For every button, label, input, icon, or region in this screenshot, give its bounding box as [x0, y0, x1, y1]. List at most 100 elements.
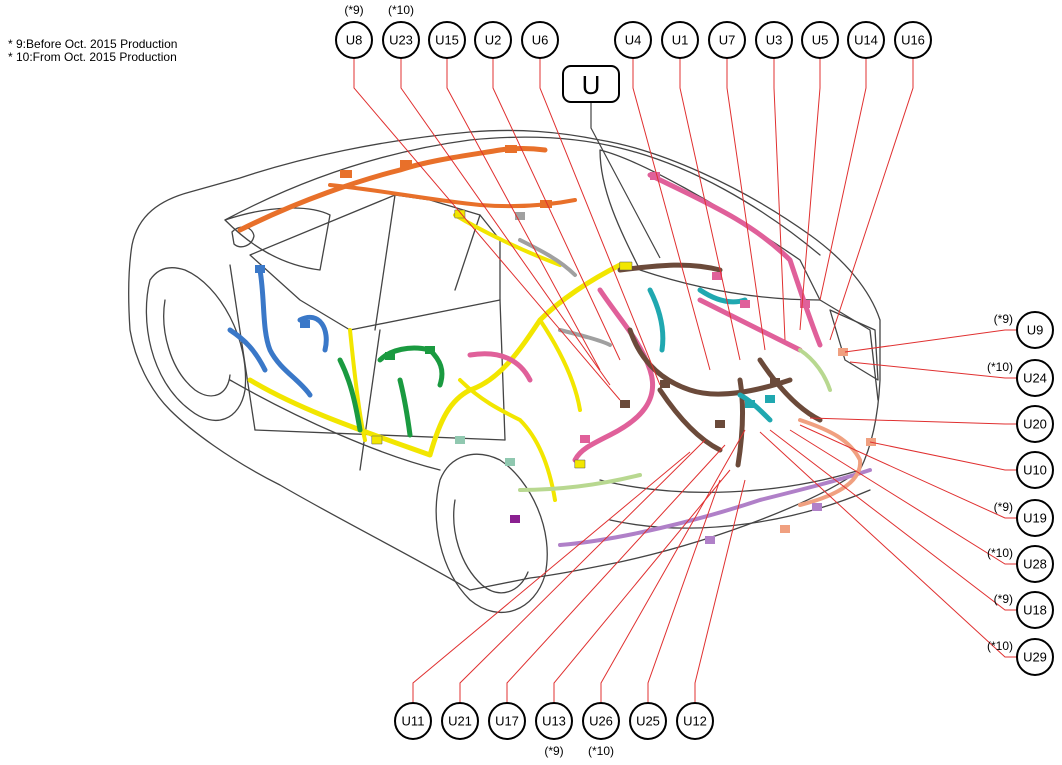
connector-callout-u18: U18(*9) [994, 591, 1054, 629]
leader-line [759, 431, 1017, 658]
leader-line [539, 58, 661, 386]
callout-note: (*9) [994, 500, 1013, 514]
callout-circle [1016, 359, 1054, 397]
callout-id: U1 [672, 33, 689, 48]
callout-note: (*9) [544, 744, 563, 758]
harness-blue [227, 267, 329, 398]
harness-pink [467, 172, 823, 463]
connector-callout-u1: U1 [661, 21, 699, 59]
callout-circle [614, 21, 652, 59]
connector-callout-u11: U11 [394, 702, 432, 740]
harness-purple [558, 468, 872, 547]
harness-roof [237, 146, 548, 233]
callout-circle [488, 702, 526, 740]
callout-id: U17 [495, 714, 519, 729]
wire-harness-drawing [227, 145, 876, 547]
callout-circle [1016, 311, 1054, 349]
callout-circle [894, 21, 932, 59]
callout-id: U23 [389, 33, 413, 48]
callout-circle [521, 21, 559, 59]
leader-line [492, 58, 621, 361]
connector-callout-u19: U19 (*9) [994, 499, 1054, 537]
footnote-10: * 10:From Oct. 2015 Production [8, 50, 177, 64]
callout-id: U20 [1023, 417, 1047, 432]
leader-line [600, 429, 746, 703]
callout-note: (*10) [588, 744, 614, 758]
callout-circle [394, 702, 432, 740]
callout-id: U28 [1023, 557, 1047, 572]
connector-callout-u2: U2 [474, 21, 512, 59]
callout-note: (*10) [388, 3, 414, 17]
callout-id: U24 [1023, 371, 1047, 386]
leader-line [694, 479, 746, 703]
callout-circle [629, 702, 667, 740]
connector-callout-u29: U29 (*10) [987, 638, 1054, 676]
callout-id: U16 [901, 33, 925, 48]
callout-note: (*10) [987, 639, 1013, 653]
leader-line [829, 58, 914, 341]
connector-callout-u10: U10 [1016, 451, 1054, 489]
callout-id: U8 [346, 33, 363, 48]
callout-circle [582, 702, 620, 740]
leader-line [809, 417, 1017, 425]
connector-callout-u6: U6 [521, 21, 559, 59]
callout-id: U19 [1023, 511, 1047, 526]
leader-line [400, 58, 611, 386]
callout-id: U7 [719, 33, 736, 48]
harness-gray [518, 238, 612, 347]
connector-callout-u24: U24 (*10) [987, 359, 1054, 397]
connector-callout-u12: U12 [676, 702, 714, 740]
leader-line [506, 444, 726, 703]
callout-id: U21 [448, 714, 472, 729]
connector-callout-u26: U26(*10) [582, 702, 620, 758]
callout-circle [1016, 451, 1054, 489]
callout-circle [676, 702, 714, 740]
callout-id: U2 [485, 33, 502, 48]
callout-circle [441, 702, 479, 740]
callout-circle [801, 21, 839, 59]
callout-id: U6 [532, 33, 549, 48]
leader-line [553, 469, 731, 703]
callout-id: U15 [435, 33, 459, 48]
callout-note: (*10) [987, 360, 1013, 374]
callout-circle [474, 21, 512, 59]
connector-callout-u23: U23 (*10) [382, 3, 420, 59]
callout-circle [1016, 638, 1054, 676]
callout-circle [847, 21, 885, 59]
leader-line [726, 58, 766, 351]
callout-id: U4 [625, 33, 642, 48]
leader-line [799, 58, 821, 331]
leader-line [353, 58, 621, 401]
callout-id: U29 [1023, 650, 1047, 665]
leader-line [773, 58, 786, 341]
callout-id: U13 [542, 714, 566, 729]
leader-line [849, 361, 1017, 379]
connector-callout-u13: U13 (*9) [535, 702, 573, 758]
callout-id: U3 [766, 33, 783, 48]
callout-circle [1016, 591, 1054, 629]
callout-circle [382, 21, 420, 59]
location-label: U [562, 65, 661, 259]
callout-id: U9 [1027, 323, 1044, 338]
callout-circle [335, 21, 373, 59]
callout-circle [1016, 545, 1054, 583]
harness-yellow [247, 262, 623, 458]
callout-id: U12 [683, 714, 707, 729]
connector-blocks [255, 145, 876, 544]
connector-callout-u8: U8(*9) [335, 3, 373, 59]
callout-id: U11 [402, 714, 425, 729]
leader-line [446, 58, 601, 371]
connector-callout-u7: U7 [708, 21, 746, 59]
callout-note: (*10) [987, 546, 1013, 560]
callout-circle [1016, 499, 1054, 537]
callout-circle [708, 21, 746, 59]
connector-callout-u17: U17 [488, 702, 526, 740]
callout-circle [661, 21, 699, 59]
leader-line [819, 58, 867, 301]
leader-line [459, 439, 706, 703]
connector-callout-u3: U3 [755, 21, 793, 59]
callout-circle [535, 702, 573, 740]
connector-callout-u21: U21 [441, 702, 479, 740]
